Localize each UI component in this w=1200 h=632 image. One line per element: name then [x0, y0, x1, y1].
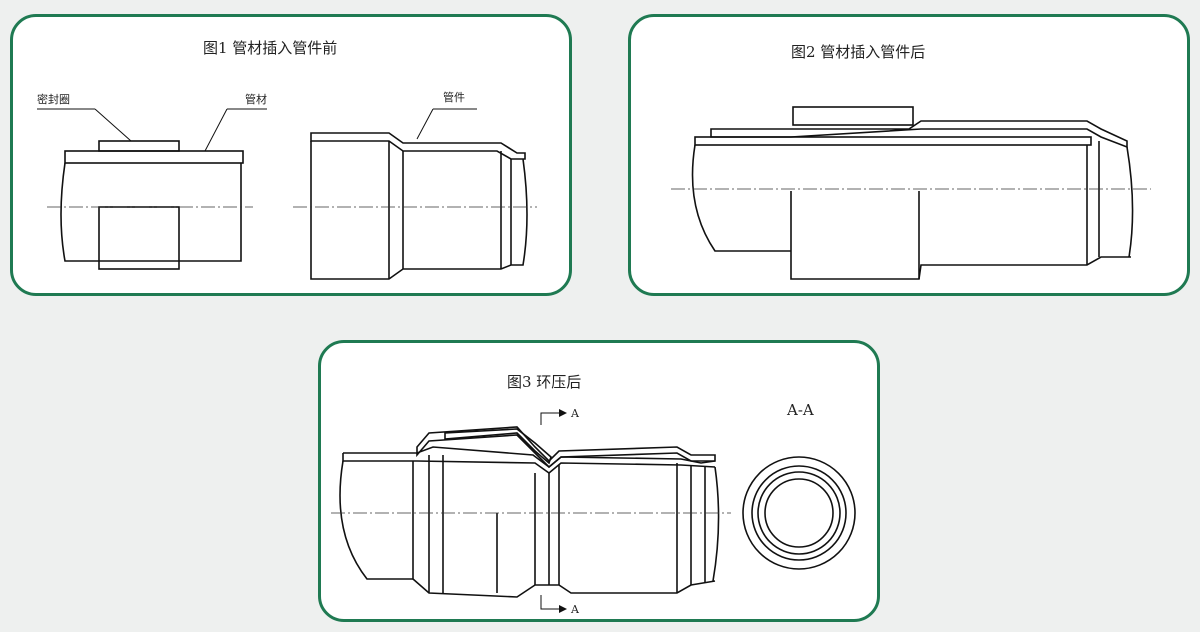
fitting-before-insertion — [293, 132, 537, 280]
seal-ring — [792, 106, 914, 126]
svg-text:A: A — [570, 407, 580, 420]
crimped-joint — [331, 426, 731, 598]
figure-3-title: 图3 环压后 — [507, 373, 581, 391]
seal-ring — [98, 140, 180, 152]
pipe-before-insertion — [47, 140, 253, 270]
section-view-label: A-A — [786, 401, 814, 419]
figure-2-title: 图2 管材插入管件后 — [791, 43, 925, 61]
section-marker-top: A — [540, 407, 580, 425]
fitting-label: 管件 — [443, 90, 465, 104]
section-marker-bottom: A — [540, 595, 580, 616]
figure-1-title: 图1 管材插入管件前 — [203, 39, 337, 57]
cross-section-a-a — [742, 456, 856, 570]
compressed-seal-ring — [444, 428, 552, 465]
figure-2-panel: 图2 管材插入管件后 — [628, 14, 1190, 296]
figure-2-drawing: 图2 管材插入管件后 — [671, 43, 1151, 280]
figure-3-panel: 图3 环压后 A — [318, 340, 880, 622]
figure-1-drawing: 图1 管材插入管件前 密封圈 管材 管件 — [37, 39, 537, 280]
figure-1-panel: 图1 管材插入管件前 密封圈 管材 管件 — [10, 14, 572, 296]
svg-text:A: A — [570, 603, 580, 616]
seal-ring-label: 密封圈 — [37, 92, 70, 106]
pipe-label: 管材 — [245, 92, 267, 106]
figure-3-drawing: 图3 环压后 A — [331, 373, 856, 616]
pipe-inserted-in-fitting — [671, 106, 1151, 280]
